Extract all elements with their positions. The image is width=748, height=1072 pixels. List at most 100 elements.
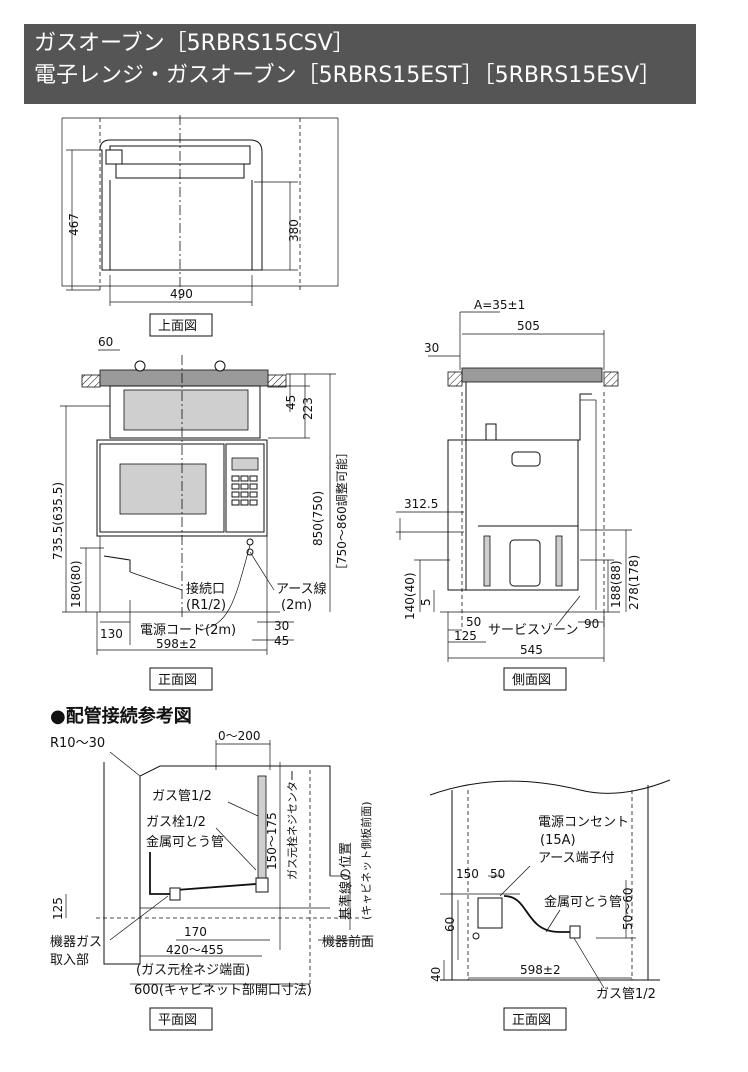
side-rails [483,535,563,587]
upper-cavity [123,389,249,431]
side-front-panel [447,439,467,591]
plan-view-label: 平面図 [158,1013,197,1028]
piping-plan-view: R10～30 0～200 ガス管1/2 ガス栓1/2 金属可とう管 150～17… [50,729,374,1031]
break-line [429,779,671,796]
r-label: R10～30 [50,736,105,751]
gas-pipe-label: ガス管1/2 [152,789,212,804]
dim-60-front2: 60 [443,917,457,932]
cooktop [99,369,269,387]
gas-inlet-box [105,149,123,165]
power-outlet [477,897,503,929]
dim-125: 125 [454,629,477,643]
dim-735-5: 735.5(635.5) [51,482,65,560]
dim-188: 188(88) [609,560,623,608]
earth-terminal-point [472,932,480,940]
front-face-label: 機器前面 [322,934,374,950]
dim-850: 850(750) [311,491,325,546]
front2-view-label: 正面図 [512,1013,551,1028]
gas-connection-pipe [103,555,131,572]
flex-pipe-label: 金属可とう管 [146,834,224,850]
connect-label: 接続口 [186,581,225,597]
dim-150-front2: 150 [456,867,479,881]
connect-size: (R1/2) [186,598,226,613]
dim-45-top: 45 [284,395,298,410]
title-line-2: 電子レンジ・ガスオーブン［5RBRS15EST］［5RBRS15ESV］ [34,63,662,88]
dim-130: 130 [100,627,123,641]
dim-0-200: 0～200 [218,729,261,743]
earth-term-label: アース端子付 [538,851,615,866]
top-view-label-box [149,313,213,337]
dim-490: 490 [170,287,193,301]
outlet-label: 電源コンセント [538,815,629,830]
ref-line-label: 基準線の位置 [338,842,354,920]
service-zone-label: サービスゾーン [488,623,578,638]
dim-170: 170 [184,925,207,939]
title-line-1: ガスオーブン［5RBRS15CSV］ [34,31,355,56]
piping-heading: ●配管接続参考図 [50,705,192,727]
dim-a-35: A=35±1 [474,298,525,312]
dim-600: 600(キャビネット部開口寸法) [134,983,312,998]
front2-view-label-box [503,1007,567,1031]
dim-545: 545 [520,643,543,657]
dim-30: 30 [274,619,289,633]
side-cooktop [461,367,603,383]
gas-cock-label: ガス栓1/2 [146,815,206,830]
cord-label: 電源コード(2m) [140,623,236,638]
side-exhaust [485,423,497,441]
dim-90: 90 [584,617,599,631]
display-panel [231,457,259,471]
side-handle [511,451,541,467]
page-title-banner: ガスオーブン［5RBRS15CSV］ 電子レンジ・ガスオーブン［5RBRS15E… [24,24,696,104]
inlet-label-2: 取入部 [50,953,89,968]
inlet-fitting [169,887,181,901]
inlet-label-1: 機器ガス [50,935,102,950]
side-view-label-box [503,667,567,691]
dim-180: 180(80) [69,560,83,608]
ref-line2-label: (キャビネット側板前面) [359,801,373,920]
dim-420-455: 420～455 [166,943,224,957]
top-view: 467 380 490 上面図 [61,115,339,337]
dim-45-bottom: 45 [274,634,289,648]
earth-len: (2m) [281,598,312,613]
front-view: 60 45 223 735.5(635.5) 850(750) ［750～860… [51,335,349,691]
dim-380: 380 [287,219,301,242]
dim-50-side: 50 [466,615,481,629]
earth-wire-point [246,538,254,546]
flex-pipe-front2-label: 金属可とう管 [544,894,622,910]
gas-cock [255,877,269,893]
dim-223: 223 [301,397,315,420]
dim-30-side: 30 [424,341,439,355]
top-view-label: 上面図 [158,319,197,334]
piping-front-view: 電源コンセント (15A) アース端子付 150 50 金属可とう管 50～60… [429,779,671,1031]
burner-right [214,360,226,372]
dim-50-60: 50～60 [621,887,635,930]
dim-140: 140(40) [403,572,417,620]
gas-pipe-front2-label: ガス管1/2 [596,987,656,1002]
dim-60: 60 [98,335,113,349]
front-view-label: 正面図 [158,673,197,688]
side-view: A=35±1 505 30 312.5 140(40) [396,298,641,691]
side-service-opening [509,539,541,587]
burner-left [134,360,146,372]
dim-598-front2: 598±2 [520,963,561,977]
side-upper-body [465,382,592,441]
side-view-label: 側面図 [512,673,551,688]
dim-505: 505 [517,319,540,333]
outlet-a-label: (15A) [540,833,576,848]
dim-125-plan: 125 [51,897,65,920]
flex-pipe-front2 [503,895,570,933]
dim-5: 5 [419,598,433,606]
dim-278: 278(178) [627,555,641,610]
cock-end-label: (ガス元栓ネジ端面) [136,963,250,978]
oven-body-outline [99,139,263,271]
dim-40: 40 [429,967,443,982]
dim-467: 467 [67,213,81,236]
earth-label: アース線 [276,581,327,597]
keypad-buttons [231,475,258,506]
plan-view-label-box [149,1007,213,1031]
dim-adjust: ［750～860調整可能］ [334,446,349,576]
oven-window [119,463,207,515]
cock-center-label: ガス元栓ネジセンター [285,770,299,880]
dim-598: 598±2 [156,637,197,651]
